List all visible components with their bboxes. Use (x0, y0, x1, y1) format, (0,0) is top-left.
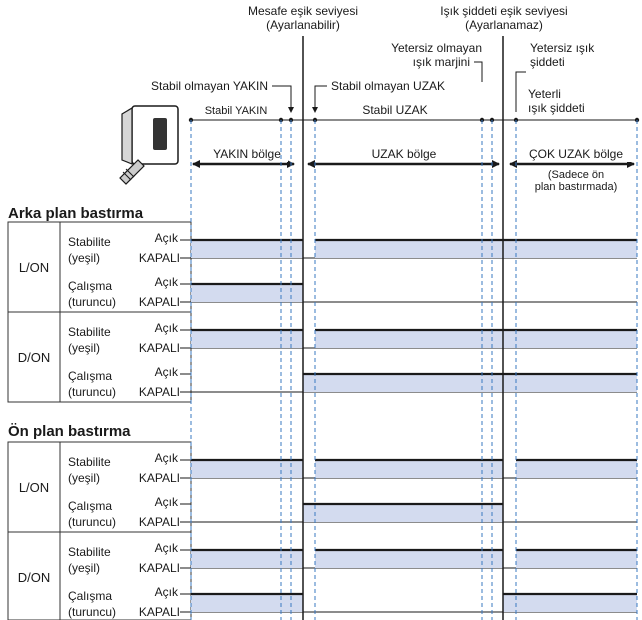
on-level-label: Açık (155, 541, 179, 555)
on-level-label: Açık (155, 451, 179, 465)
far-zone-label: UZAK bölge (372, 147, 437, 161)
on-fill (191, 284, 303, 302)
signal-name-line: Stabilite (68, 235, 111, 249)
insufficient-light-leader (515, 71, 526, 112)
signal-name: Stabilite (yeşil) (68, 455, 111, 485)
boundary-lines (190, 36, 638, 620)
on-fill (503, 594, 637, 612)
on-level-label: Açık (155, 495, 179, 509)
signal-name-line: Çalışma (68, 499, 112, 513)
signal-name-line: (turuncu) (68, 295, 116, 309)
on-fill (191, 330, 303, 348)
insufficient-margin-leader (474, 61, 483, 82)
off-level-label: KAPALI (139, 385, 180, 399)
foreground-suppression-table (7, 441, 192, 620)
on-fill (315, 240, 637, 258)
fg-lon-mode-label: L/ON (19, 480, 49, 495)
distance-threshold-label: Mesafe eşik seviyesi(Ayarlanabilir) (248, 4, 358, 32)
background-suppression-table (7, 221, 192, 403)
signal-name-line: (turuncu) (68, 515, 116, 529)
bg-lon-mode-label: L/ON (19, 260, 49, 275)
on-fill (191, 550, 303, 568)
unstable-far-label: Stabil olmayan UZAK (331, 79, 445, 93)
on-level-label: Açık (155, 275, 179, 289)
signal-name: Çalışma (turuncu) (68, 369, 116, 399)
on-level-label: Açık (155, 365, 179, 379)
on-fill (315, 460, 503, 478)
on-level-label: Açık (155, 231, 179, 245)
on-level-label: Açık (155, 321, 179, 335)
near-zone-label: YAKIN bölge (213, 147, 281, 161)
on-fill (315, 550, 503, 568)
very-far-zone-label: ÇOK UZAK bölge (529, 147, 623, 161)
on-level-label: Açık (155, 585, 179, 599)
on-fill (303, 374, 637, 392)
on-fill (303, 504, 503, 522)
signal-name-line: (yeşil) (68, 471, 100, 485)
signal-name-line: (yeşil) (68, 251, 100, 265)
on-fill (191, 594, 303, 612)
stable-far-label: Stabil UZAK (362, 103, 427, 117)
off-level-label: KAPALI (139, 471, 180, 485)
on-fill (516, 460, 637, 478)
bg-don-mode-label: D/ON (18, 350, 51, 365)
unstable-far-leader (312, 85, 327, 113)
signal-name-line: Çalışma (68, 369, 112, 383)
signal-name-line: Stabilite (68, 455, 111, 469)
off-level-label: KAPALI (139, 561, 180, 575)
signal-name: Stabilite (yeşil) (68, 545, 111, 575)
signal-name-line: Çalışma (68, 279, 112, 293)
signal-rows: Stabilite(yeşil)AçıkKAPALIÇalışma(turunc… (68, 231, 637, 619)
signal-name-line: (yeşil) (68, 341, 100, 355)
light-threshold-label: Işık şiddeti eşik seviyesi(Ayarlanamaz) (440, 4, 567, 32)
section-title-background: Arka plan bastırma (8, 205, 144, 222)
signal-name: Çalışma (turuncu) (68, 589, 116, 619)
on-fill (315, 330, 637, 348)
on-fill (516, 550, 637, 568)
photoelectric-sensor-icon (119, 105, 179, 185)
on-fill (191, 460, 303, 478)
signal-name: Çalışma (turuncu) (68, 499, 116, 529)
off-level-label: KAPALI (139, 341, 180, 355)
signal-name-line: Stabilite (68, 325, 111, 339)
signal-name-line: (yeşil) (68, 561, 100, 575)
signal-name-line: Çalışma (68, 589, 112, 603)
stable-near-label: Stabil YAKIN (205, 105, 268, 117)
fg-don-mode-label: D/ON (18, 570, 51, 585)
off-level-label: KAPALI (139, 251, 180, 265)
signal-name: Çalışma (turuncu) (68, 279, 116, 309)
on-fill (191, 240, 303, 258)
section-title-foreground: Ön plan bastırma (8, 423, 131, 440)
off-level-label: KAPALI (139, 605, 180, 619)
off-level-label: KAPALI (139, 515, 180, 529)
unstable-near-leader (272, 85, 294, 113)
unstable-near-label: Stabil olmayan YAKIN (151, 79, 268, 93)
signal-name-line: Stabilite (68, 545, 111, 559)
signal-name: Stabilite (yeşil) (68, 325, 111, 355)
signal-name-line: (turuncu) (68, 605, 116, 619)
signal-name-line: (turuncu) (68, 385, 116, 399)
signal-name: Stabilite (yeşil) (68, 235, 111, 265)
off-level-label: KAPALI (139, 295, 180, 309)
